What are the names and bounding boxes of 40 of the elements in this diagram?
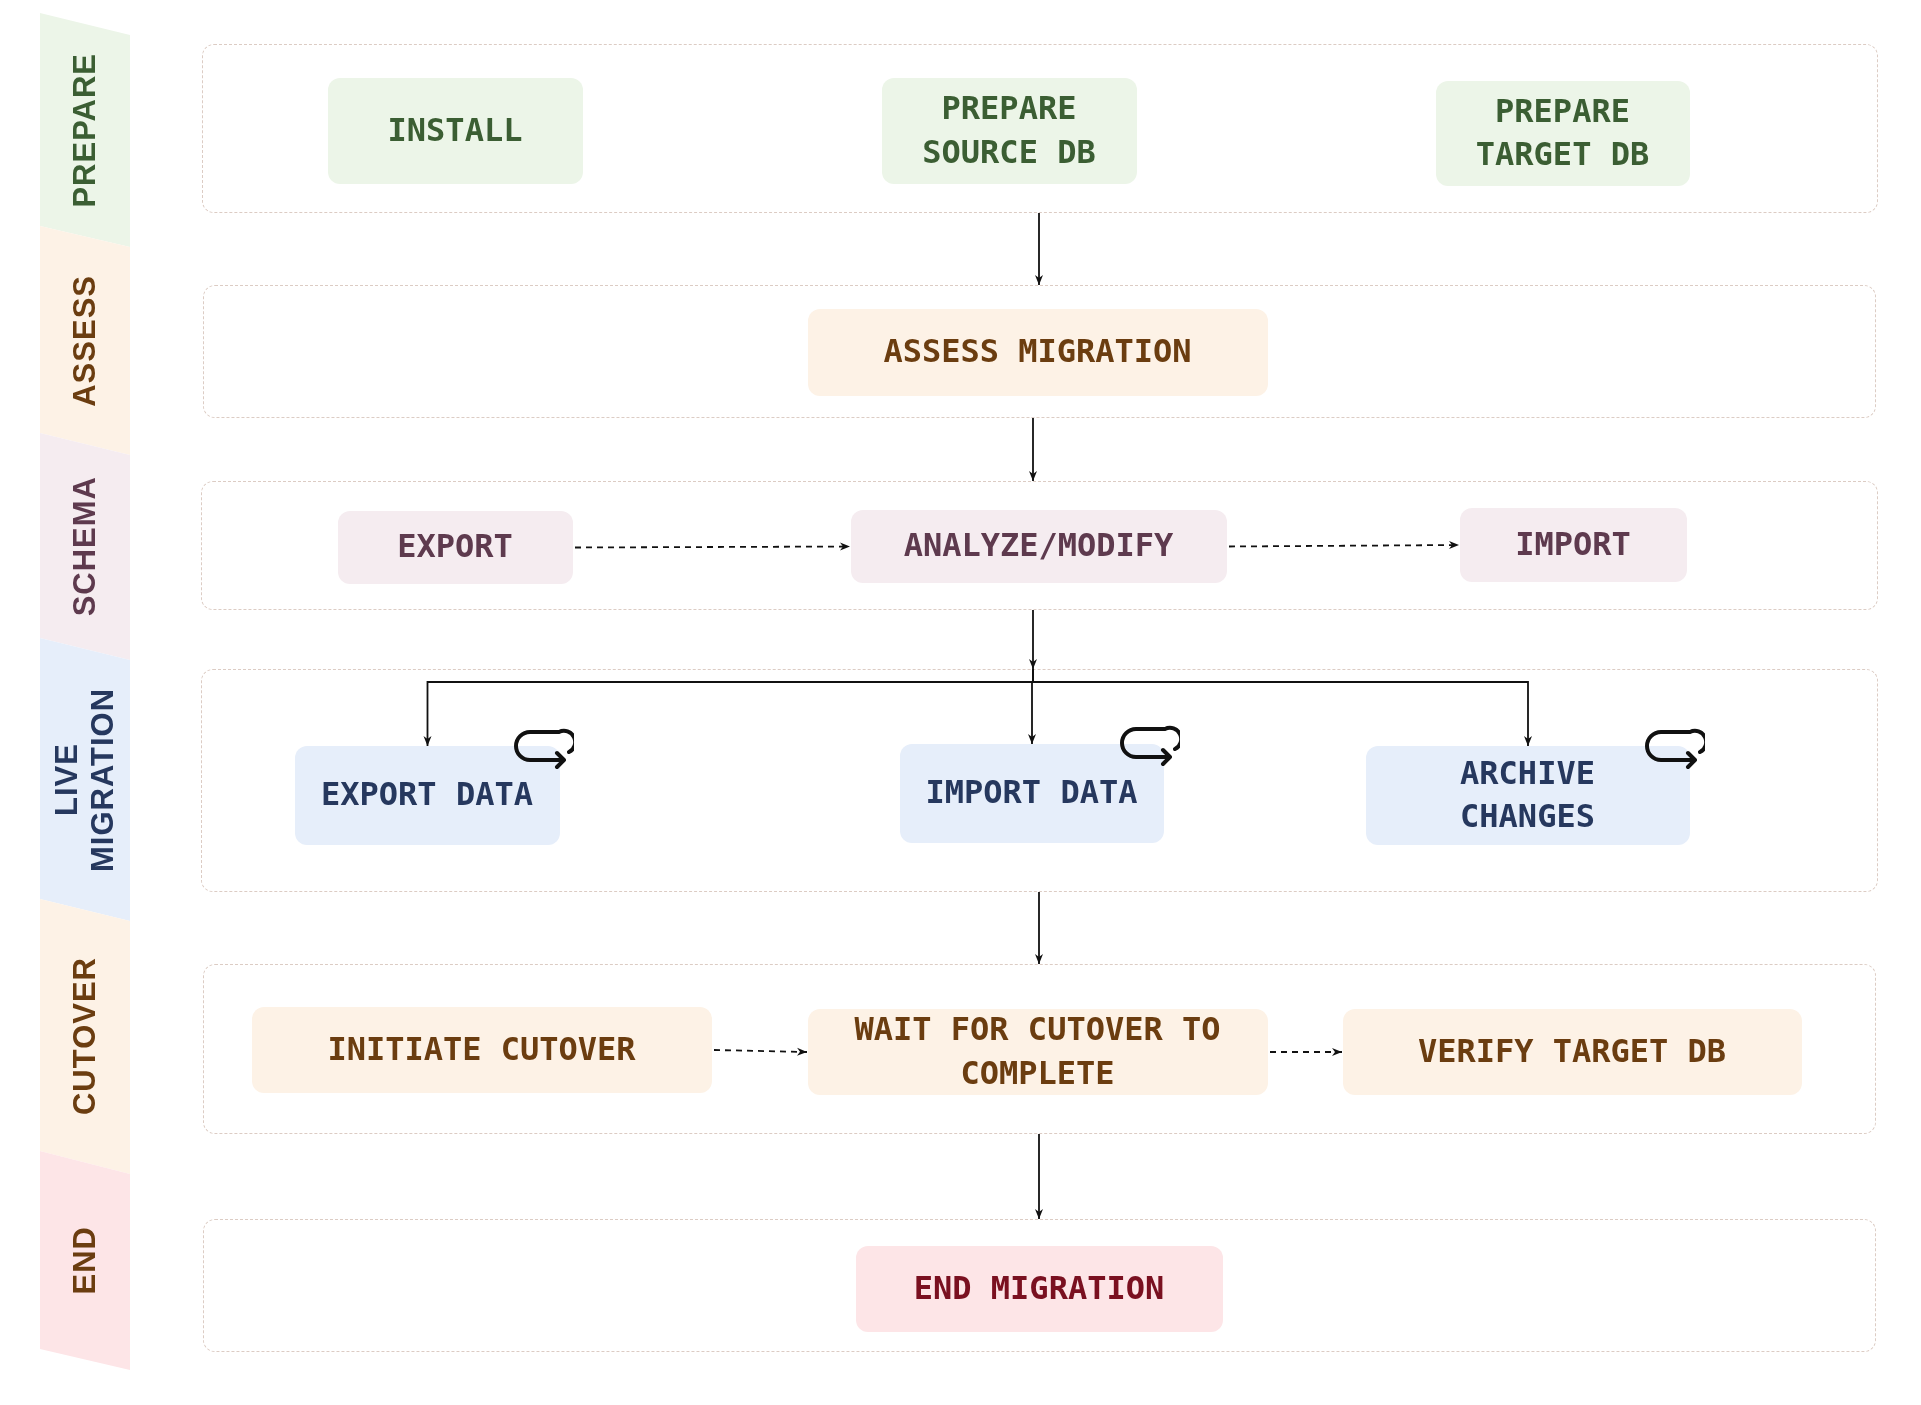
- step-box: IMPORT: [1459, 507, 1687, 582]
- step-box: IMPORT DATA: [899, 743, 1164, 843]
- step-box: WAIT FOR CUTOVER TO COMPLETE: [807, 1008, 1268, 1095]
- stage-band: [40, 13, 130, 247]
- arrow: [1269, 1048, 1343, 1056]
- stage-container: [201, 669, 1878, 892]
- step-box: ARCHIVE CHANGES: [1365, 745, 1690, 845]
- step-box: PREPARE TARGET DB: [1435, 80, 1690, 186]
- arrow: [713, 1047, 808, 1056]
- step-box: VERIFY TARGET DB: [1342, 1008, 1802, 1095]
- arrow: [1035, 891, 1043, 965]
- step-box: END MIGRATION: [855, 1245, 1223, 1332]
- stage-container: [203, 964, 1876, 1134]
- stage-label: ASSESS: [67, 274, 103, 407]
- step-box: EXPORT: [337, 510, 573, 584]
- arrow: [574, 542, 851, 551]
- stage-container: [203, 285, 1876, 418]
- stage-container: [202, 44, 1878, 213]
- stage-container: [201, 481, 1878, 610]
- stage-label: END: [67, 1226, 103, 1295]
- stage-label: PREPARE: [67, 52, 103, 208]
- arrow: [1029, 417, 1037, 482]
- stage-label: CUTOVER: [67, 957, 103, 1116]
- step-box: ANALYZE/MODIFY: [850, 509, 1227, 583]
- stage-band: [40, 899, 130, 1174]
- step-box: PREPARE SOURCE DB: [881, 77, 1137, 184]
- stage-label: LIVE MIGRATION: [49, 686, 121, 874]
- stage-container: [203, 1219, 1876, 1352]
- step-box: INSTALL: [327, 77, 583, 184]
- step-box: ASSESS MIGRATION: [807, 308, 1268, 396]
- stage-band: [40, 638, 130, 921]
- arrow: [1032, 668, 1532, 747]
- arrow: [1035, 1133, 1043, 1220]
- arrow: [1035, 212, 1043, 286]
- stage-label: SCHEMA: [67, 476, 103, 617]
- step-box: INITIATE CUTOVER: [251, 1006, 712, 1093]
- arrow: [1029, 609, 1037, 670]
- arrow: [1228, 541, 1460, 550]
- step-box: EXPORT DATA: [294, 745, 560, 845]
- stage-band: [40, 1151, 130, 1370]
